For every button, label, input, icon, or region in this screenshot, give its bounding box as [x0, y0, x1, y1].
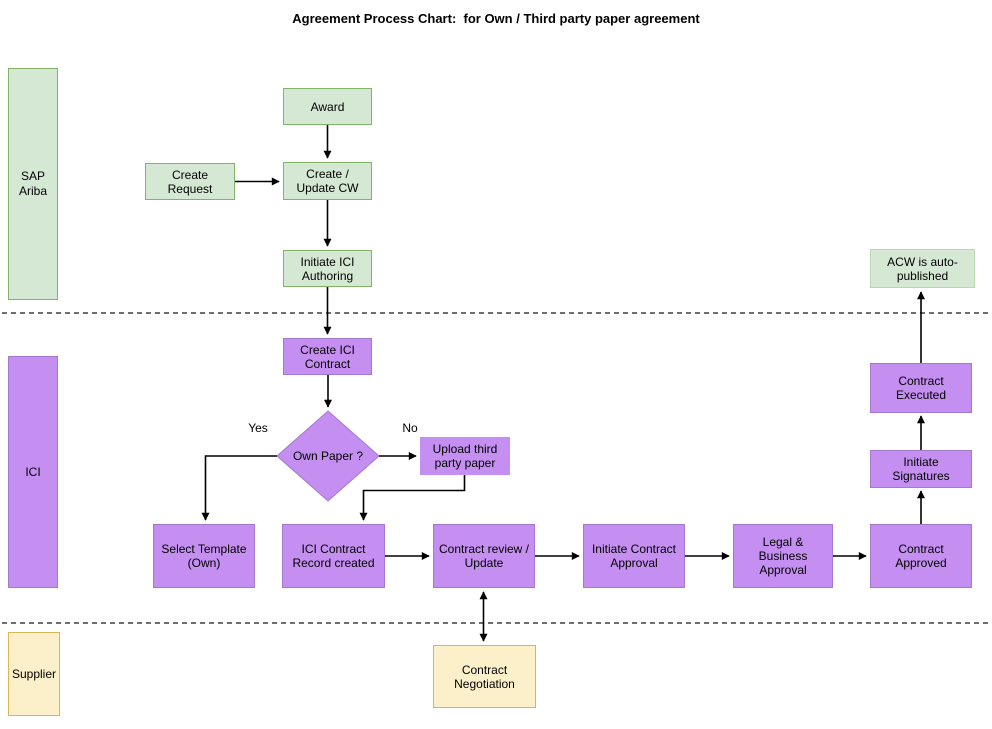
node-select-template-own: Select Template (Own) [153, 524, 255, 588]
node-acw-auto-published: ACW is auto-published [870, 249, 975, 288]
node-contract-approved-label: Contract Approved [895, 542, 947, 570]
decision-own-paper-shape [276, 410, 380, 502]
node-contract-approved: Contract Approved [870, 524, 972, 588]
node-award-label: Award [310, 99, 345, 114]
node-select-template-own-label: Select Template (Own) [161, 542, 247, 570]
edge-label-no-text: No [402, 421, 418, 435]
node-create-request: Create Request [145, 163, 235, 200]
node-initiate-ici-authoring-label: Initiate ICI Authoring [300, 254, 355, 283]
node-initiate-contract-approval: Initiate Contract Approval [583, 524, 685, 588]
arrow-upload-third-party-to-record-created [359, 475, 466, 521]
edge-label-yes: Yes [242, 421, 274, 435]
node-award: Award [283, 88, 372, 125]
lane-label-ici: ICI [8, 356, 58, 588]
node-legal-business-approval: Legal & Business Approval [733, 524, 833, 588]
edge-label-yes-text: Yes [248, 421, 268, 435]
node-contract-executed: Contract Executed [870, 363, 972, 413]
lane-label-sap-ariba: SAP Ariba [8, 68, 58, 300]
lane-label-ici-text: ICI [25, 464, 41, 479]
node-create-ici-contract: Create ICI Contract [283, 338, 372, 375]
node-upload-third-party-paper-label: Upload third party paper [432, 442, 498, 470]
node-contract-executed-label: Contract Executed [895, 374, 947, 402]
node-initiate-signatures: Initiate Signatures [870, 450, 972, 488]
node-create-update-cw: Create / Update CW [283, 162, 372, 200]
node-create-update-cw-label: Create / Update CW [296, 167, 359, 195]
node-initiate-ici-authoring: Initiate ICI Authoring [283, 250, 372, 287]
chart-title: Agreement Process Chart: for Own / Third… [292, 11, 700, 26]
edge-label-no: No [396, 421, 424, 435]
node-ici-contract-record-created-label: ICI Contract Record created [292, 542, 375, 570]
node-ici-contract-record-created: ICI Contract Record created [282, 524, 385, 588]
lane-label-supplier: Supplier [8, 632, 60, 716]
node-acw-auto-published-label: ACW is auto-published [887, 254, 958, 283]
node-legal-business-approval-label: Legal & Business Approval [758, 535, 808, 577]
node-contract-review-update: Contract review / Update [433, 524, 535, 588]
node-upload-third-party-paper: Upload third party paper [420, 437, 510, 475]
decision-own-paper-label: Own Paper ? [292, 449, 364, 463]
node-contract-negotiation-label: Contract Negotiation [454, 662, 515, 691]
lane-label-supplier-text: Supplier [11, 666, 57, 681]
arrow-decision-yes-to-select-template [201, 455, 277, 521]
node-contract-review-update-label: Contract review / Update [438, 542, 530, 570]
node-initiate-contract-approval-label: Initiate Contract Approval [591, 542, 677, 570]
decision-own-paper: Own Paper ? [280, 449, 376, 463]
node-create-ici-contract-label: Create ICI Contract [300, 342, 355, 371]
lane-label-sap-ariba-text: SAP Ariba [18, 169, 47, 198]
node-initiate-signatures-label: Initiate Signatures [892, 455, 950, 483]
node-contract-negotiation: Contract Negotiation [433, 645, 536, 708]
node-create-request-label: Create Request [167, 167, 213, 196]
